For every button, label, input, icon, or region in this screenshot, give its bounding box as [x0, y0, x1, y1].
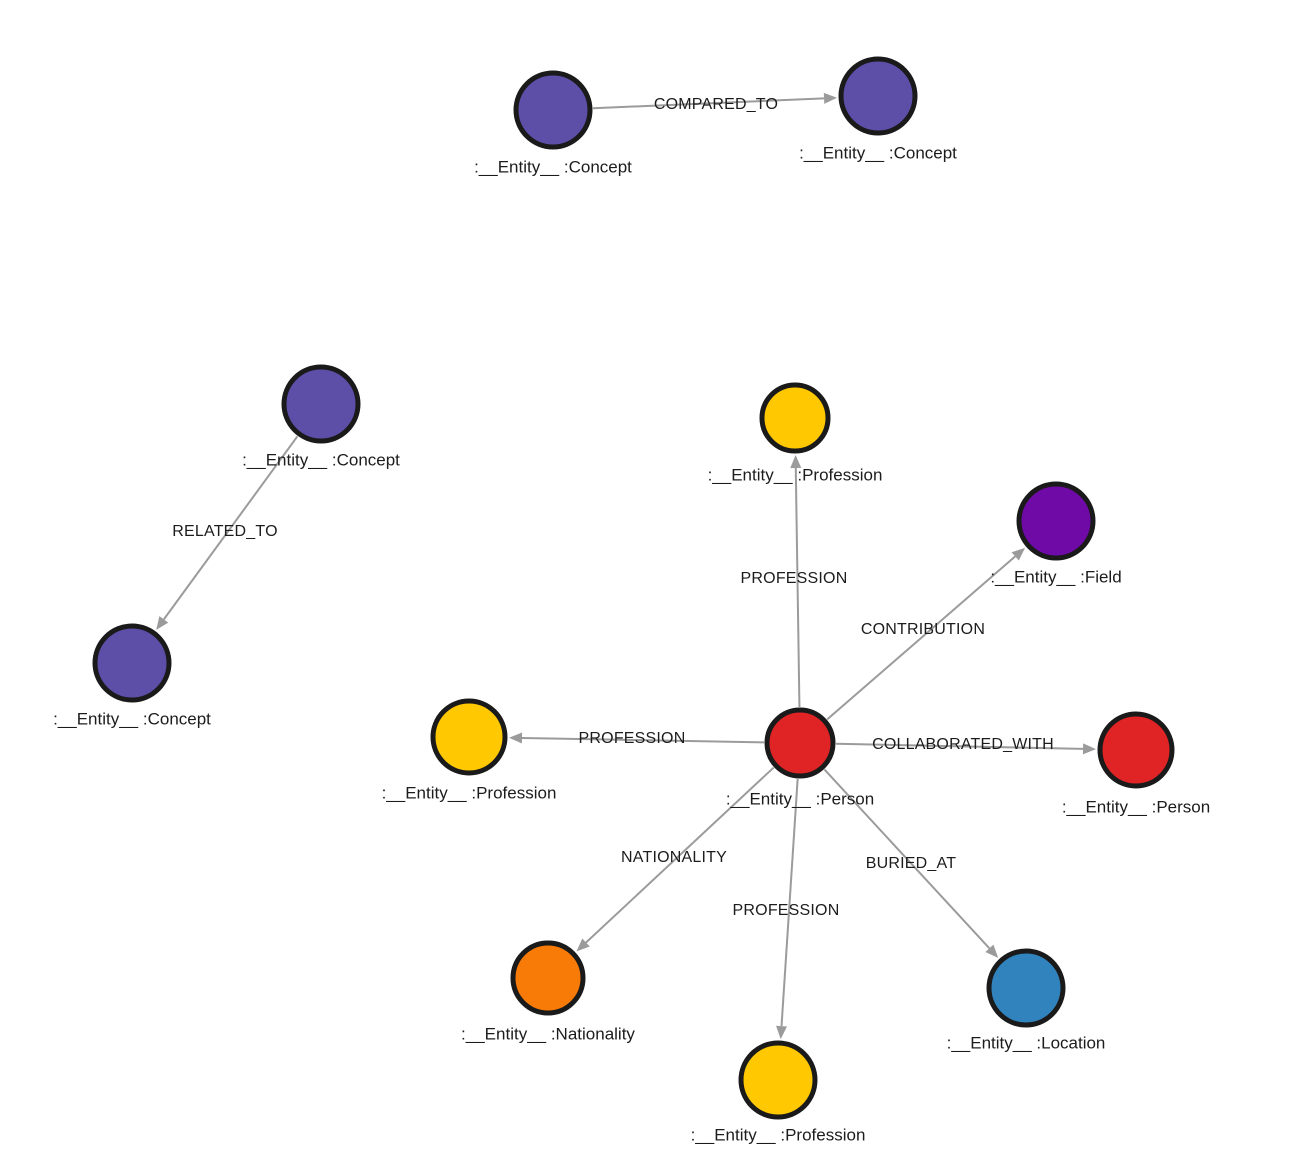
- edge-line: [585, 766, 775, 944]
- node-labels-layer: :__Entity__ :Concept :__Entity__ :Concept…: [53, 143, 1210, 1144]
- graph-node-person[interactable]: [1097, 711, 1175, 789]
- node-caption: :__Entity__ :Concept: [242, 450, 400, 469]
- edge-label: RELATED_TO: [172, 523, 277, 540]
- graph-node-profession[interactable]: [738, 1040, 818, 1120]
- edge-arrowhead-icon: [790, 454, 802, 469]
- edge-arrowhead-icon: [776, 1025, 788, 1040]
- edge-arrowhead-icon: [156, 616, 169, 630]
- node-caption: :__Entity__ :Profession: [382, 783, 557, 802]
- edge-arrowhead-icon: [508, 732, 523, 744]
- node-caption: :__Entity__ :Concept: [474, 157, 632, 176]
- graph-node-profession[interactable]: [430, 698, 508, 776]
- graph-node-nationality[interactable]: [510, 940, 586, 1016]
- edge-label: PROFESSION: [741, 570, 848, 587]
- node-caption: :__Entity__ :Profession: [691, 1125, 866, 1144]
- graph-node-profession[interactable]: [759, 382, 831, 454]
- graph-node-concept[interactable]: [92, 623, 172, 703]
- graph-node-location[interactable]: [986, 948, 1066, 1028]
- graph-edge[interactable]: [576, 766, 775, 952]
- edge-line: [592, 97, 825, 110]
- edge-arrowhead-icon: [1082, 743, 1097, 755]
- edge-label: NATIONALITY: [621, 849, 727, 866]
- node-caption: :__Entity__ :Location: [947, 1033, 1106, 1052]
- node-caption: :__Entity__ :Profession: [708, 465, 883, 484]
- edge-line: [521, 736, 765, 744]
- nodes-layer: [92, 56, 1175, 1120]
- edge-arrowhead-icon: [576, 938, 590, 952]
- edge-label: COLLABORATED_WITH: [872, 736, 1054, 753]
- edge-arrowhead-icon: [985, 944, 999, 958]
- edge-arrowhead-icon: [1011, 547, 1026, 561]
- edge-label: BURIED_AT: [866, 855, 956, 872]
- edge-line: [835, 742, 1084, 750]
- graph-edge[interactable]: [508, 732, 765, 744]
- edge-line: [794, 467, 801, 708]
- edge-arrowhead-icon: [823, 92, 838, 104]
- node-caption: :__Entity__ :Field: [990, 567, 1121, 586]
- graph-node-person[interactable]: [764, 707, 836, 779]
- graph-edge[interactable]: [776, 778, 799, 1040]
- graph-node-concept[interactable]: [838, 56, 918, 136]
- graph-edge[interactable]: [592, 92, 838, 110]
- edge-line: [826, 555, 1016, 721]
- edge-label: CONTRIBUTION: [861, 621, 985, 638]
- node-caption: :__Entity__ :Concept: [53, 709, 211, 728]
- graph-node-concept[interactable]: [513, 70, 593, 150]
- edge-line: [823, 768, 991, 949]
- edge-labels-layer: COMPARED_TO RELATED_TO PROFESSION CONTRIBUT…: [172, 96, 1054, 919]
- edge-label: PROFESSION: [579, 730, 686, 747]
- graph-edge[interactable]: [156, 435, 299, 630]
- node-caption: :__Entity__ :Concept: [799, 143, 957, 162]
- graph-node-concept[interactable]: [281, 364, 361, 444]
- node-caption: :__Entity__ :Person: [1062, 797, 1210, 816]
- graph-node-field[interactable]: [1016, 481, 1096, 561]
- edge-line: [163, 435, 299, 620]
- edge-label: PROFESSION: [733, 902, 840, 919]
- edge-label: COMPARED_TO: [654, 96, 778, 113]
- graph-edge[interactable]: [790, 454, 802, 708]
- graph-edge[interactable]: [823, 768, 999, 958]
- graph-edge[interactable]: [835, 742, 1097, 755]
- node-caption: :__Entity__ :Person: [726, 789, 874, 808]
- graph-edge[interactable]: [826, 547, 1026, 721]
- node-caption: :__Entity__ :Nationality: [461, 1024, 635, 1043]
- edge-line: [780, 778, 799, 1027]
- edges-layer: [156, 92, 1097, 1040]
